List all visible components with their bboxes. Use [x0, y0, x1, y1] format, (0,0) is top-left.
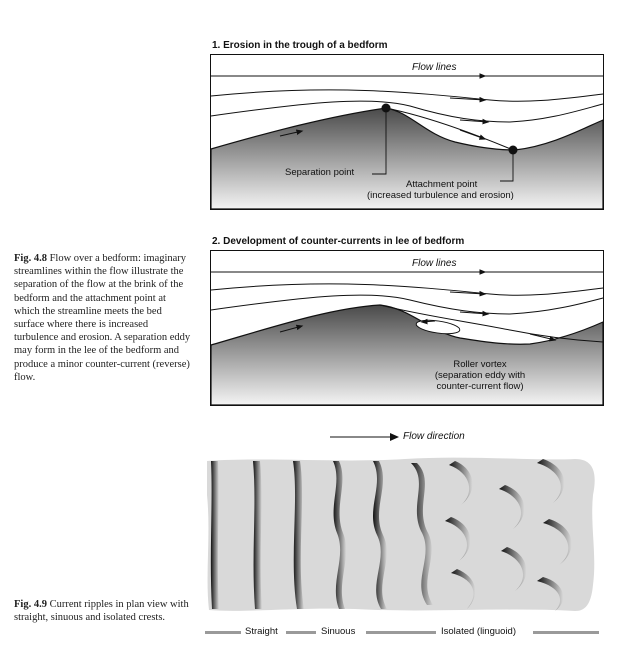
panel-1-heading: 1. Erosion in the trough of a bedform [212, 40, 388, 51]
attachment-point-marker [509, 146, 518, 155]
attachment-point-label-2: (increased turbulence and erosion) [367, 190, 514, 201]
legend-sinuous: Sinuous [321, 626, 355, 637]
straight-crest-2 [253, 461, 262, 609]
fig-4-8-caption: Fig. 4.8 Flow over a bedform: imaginary … [14, 252, 194, 384]
panel-2-svg [210, 250, 604, 406]
roller-vortex-label-1: Roller vortex [428, 359, 532, 370]
fig-4-9-caption: Fig. 4.9 Current ripples in plan view wi… [14, 598, 194, 624]
fig-4-8-caption-text: Flow over a bedform: imaginary streamlin… [14, 253, 190, 383]
straight-crest-1 [211, 461, 219, 609]
panel-1-diagram: Flow lines Separation point Attachment p… [210, 54, 604, 210]
legend-bar-straight-left [205, 631, 241, 634]
ripple-plan-view [205, 455, 599, 615]
legend-bar-sinuous [366, 631, 436, 634]
separation-point-marker [382, 104, 391, 113]
panel-2-diagram: Flow lines Roller vortex (separation edd… [210, 250, 604, 406]
legend-isolated: Isolated (linguoid) [441, 626, 516, 637]
roller-vortex-label-2: (separation eddy with [420, 370, 540, 381]
legend-straight: Straight [245, 626, 278, 637]
panel-2-flow-label: Flow lines [412, 258, 456, 269]
panel-1-flow-label: Flow lines [412, 62, 456, 73]
fig-4-8-caption-label: Fig. 4.8 [14, 253, 47, 264]
roller-vortex-label-3: counter-current flow) [420, 381, 540, 392]
ripple-field-background [207, 458, 595, 611]
legend-bar-straight-right [286, 631, 316, 634]
flow-direction-label: Flow direction [403, 431, 465, 442]
flow-direction-arrow [330, 432, 400, 442]
fig-4-9-caption-label: Fig. 4.9 [14, 599, 47, 610]
attachment-point-label-1: Attachment point [406, 179, 477, 190]
panel-2-heading: 2. Development of counter-currents in le… [212, 236, 464, 247]
separation-point-label: Separation point [285, 167, 354, 178]
legend-bar-isolated [533, 631, 599, 634]
